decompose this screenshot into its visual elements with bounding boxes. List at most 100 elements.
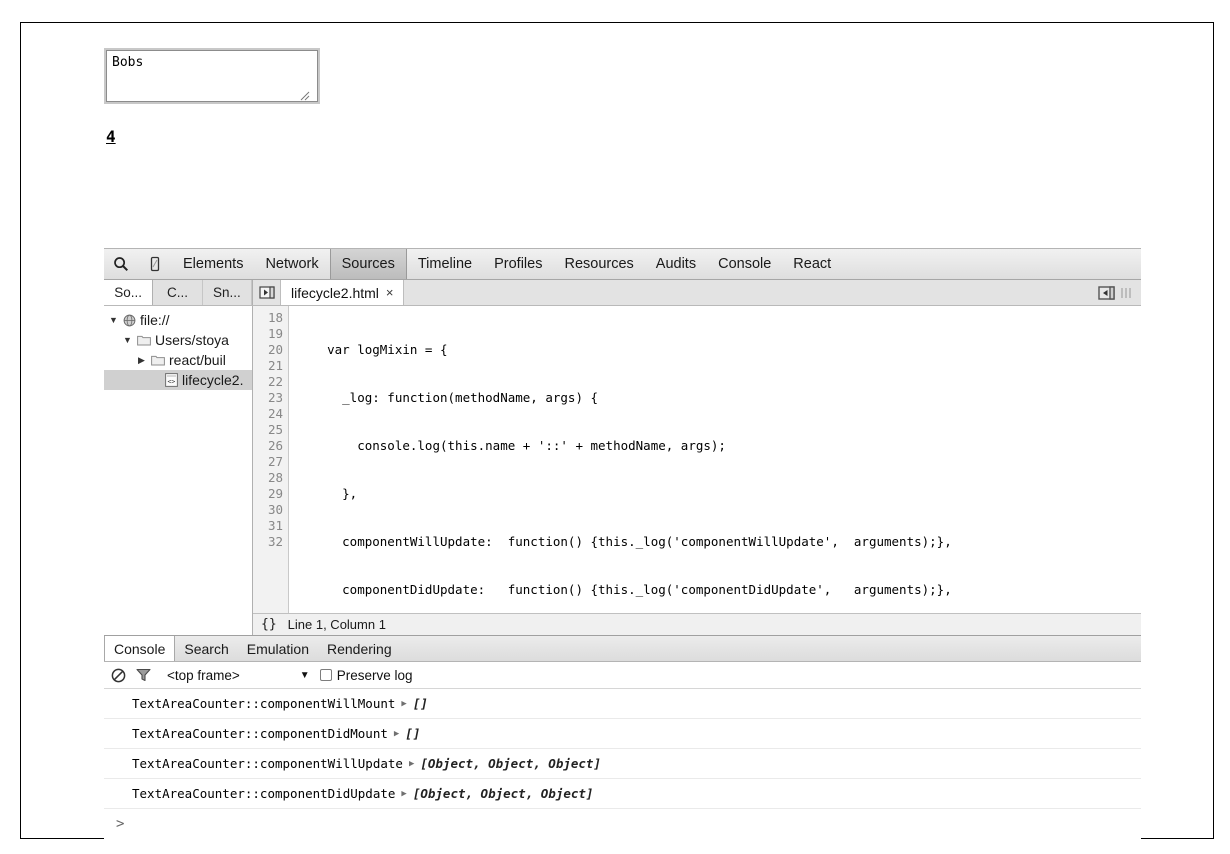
tab-strip-spacer bbox=[404, 280, 1098, 305]
file-navigator-tree: ▼ file:// ▼ bbox=[104, 306, 253, 635]
code-line: componentWillUpdate: function() {this._l… bbox=[297, 534, 952, 549]
secondary-toolbar: So... C... Sn... lifecycle2.html × bbox=[104, 280, 1141, 306]
tree-item-react-build-folder[interactable]: ▶ react/buil bbox=[104, 350, 252, 370]
expand-arrow-icon[interactable]: ▶ bbox=[401, 698, 407, 709]
editor-tab-lifecycle2[interactable]: lifecycle2.html × bbox=[281, 280, 404, 305]
editor-tab-label: lifecycle2.html bbox=[291, 284, 379, 301]
expand-arrow-icon[interactable]: ▶ bbox=[401, 788, 407, 799]
chevron-down-icon[interactable]: ▼ bbox=[299, 669, 310, 681]
expand-arrow-icon[interactable]: ▶ bbox=[393, 728, 400, 739]
line-number: 18 bbox=[267, 310, 283, 325]
chevron-right-icon[interactable]: ▶ bbox=[138, 354, 145, 365]
globe-icon bbox=[123, 314, 136, 327]
tab-audits[interactable]: Audits bbox=[655, 256, 697, 272]
line-number: 22 bbox=[267, 374, 283, 389]
drawer-tab-rendering[interactable]: Rendering bbox=[327, 640, 392, 657]
tab-elements[interactable]: Elements bbox=[183, 256, 244, 272]
navigator-tab-sources[interactable]: So... bbox=[104, 280, 154, 305]
resize-grip-icon[interactable] bbox=[1119, 287, 1133, 299]
devtools-window: Elements Network Sources Timeline Profil… bbox=[104, 248, 1141, 839]
line-number: 30 bbox=[267, 502, 283, 517]
drawer-tab-emulation[interactable]: Emulation bbox=[246, 640, 309, 657]
source-editor[interactable]: 18 19 20 21 22 23 24 25 26 27 28 29 30 3… bbox=[253, 306, 1141, 613]
code-line: }, bbox=[297, 486, 358, 501]
devtools-tab-strip: Elements Network Sources Timeline Profil… bbox=[172, 249, 842, 279]
navigator-tab-content-scripts[interactable]: C... bbox=[153, 280, 203, 305]
navigator-tab-snippets[interactable]: Sn... bbox=[203, 280, 252, 305]
browser-page-frame: 4 Elements Network Sources Timel bbox=[20, 22, 1214, 839]
code-line: _log: function(methodName, args) { bbox=[297, 390, 599, 405]
line-number: 24 bbox=[267, 406, 283, 421]
folder-icon bbox=[137, 334, 151, 346]
line-number: 25 bbox=[267, 422, 283, 437]
drawer-tab-search[interactable]: Search bbox=[184, 640, 229, 657]
console-message[interactable]: TextAreaCounter::componentWillMount ▶ [] bbox=[104, 689, 1141, 719]
code-line: var logMixin = { bbox=[297, 342, 448, 357]
console-message[interactable]: TextAreaCounter::componentWillUpdate ▶ [… bbox=[104, 749, 1141, 779]
html-file-icon: <> bbox=[165, 373, 178, 387]
tree-item-lifecycle2-html[interactable]: <> lifecycle2. bbox=[104, 370, 252, 390]
folder-icon bbox=[151, 354, 165, 366]
device-mode-icon[interactable] bbox=[138, 249, 172, 279]
chevron-down-icon[interactable]: ▼ bbox=[123, 335, 132, 345]
tab-sources[interactable]: Sources bbox=[329, 249, 407, 279]
rendered-page-area: 4 bbox=[21, 23, 1213, 223]
clear-console-icon[interactable] bbox=[111, 668, 126, 683]
console-message-preview[interactable]: [Object, Object, Object] bbox=[412, 786, 594, 801]
drawer-tab-console[interactable]: Console bbox=[104, 636, 176, 661]
execution-context-selector[interactable]: <top frame> ▼ bbox=[167, 668, 310, 683]
line-number: 19 bbox=[267, 326, 283, 341]
drawer-tab-strip: Console Search Emulation Rendering bbox=[104, 636, 1141, 662]
tree-item-label: react/buil bbox=[169, 352, 226, 368]
close-icon[interactable]: × bbox=[385, 285, 394, 300]
line-number: 21 bbox=[267, 358, 283, 373]
tree-item-file-protocol[interactable]: ▼ file:// bbox=[104, 310, 252, 330]
devtools-drawer: Console Search Emulation Rendering bbox=[104, 635, 1141, 839]
execution-context-label: <top frame> bbox=[167, 667, 240, 683]
filter-icon[interactable] bbox=[136, 668, 151, 682]
tree-item-label: file:// bbox=[140, 312, 170, 328]
line-number: 28 bbox=[267, 470, 283, 485]
console-message[interactable]: TextAreaCounter::componentDidUpdate ▶ [O… bbox=[104, 779, 1141, 809]
console-message-preview[interactable]: [] bbox=[405, 726, 421, 741]
editor-tab-strip: lifecycle2.html × bbox=[253, 280, 1141, 305]
tab-console[interactable]: Console bbox=[718, 256, 772, 272]
console-message-preview[interactable]: [Object, Object, Object] bbox=[420, 756, 601, 771]
tab-react[interactable]: React bbox=[793, 256, 832, 272]
line-number: 26 bbox=[267, 438, 283, 453]
name-textarea[interactable] bbox=[104, 48, 320, 104]
console-message-preview[interactable]: [] bbox=[412, 696, 428, 711]
line-number: 32 bbox=[267, 534, 283, 549]
line-number: 27 bbox=[267, 454, 283, 469]
prompt-chevron-icon: > bbox=[116, 816, 125, 832]
tree-item-label: Users/stoya bbox=[155, 332, 229, 348]
preserve-log-toggle[interactable]: Preserve log bbox=[319, 668, 413, 683]
chevron-down-icon[interactable]: ▼ bbox=[109, 315, 118, 325]
expand-arrow-icon[interactable]: ▶ bbox=[408, 758, 415, 769]
console-message-text: TextAreaCounter::componentDidMount bbox=[132, 726, 388, 741]
console-prompt[interactable]: > bbox=[104, 809, 1141, 839]
console-message-list: TextAreaCounter::componentWillMount ▶ []… bbox=[104, 689, 1141, 809]
panel-collapse-icon[interactable] bbox=[253, 280, 281, 305]
line-number: 29 bbox=[267, 486, 283, 501]
pretty-print-icon[interactable]: {} bbox=[261, 617, 277, 632]
devtools-main-body: ▼ file:// ▼ bbox=[104, 306, 1141, 635]
code-content[interactable]: var logMixin = { _log: function(methodNa… bbox=[289, 306, 1141, 613]
tab-profiles[interactable]: Profiles bbox=[494, 256, 543, 272]
tree-item-label: lifecycle2. bbox=[182, 372, 244, 388]
code-line: componentDidUpdate: function() {this._lo… bbox=[297, 582, 952, 597]
search-icon[interactable] bbox=[104, 249, 138, 279]
svg-text:<>: <> bbox=[168, 377, 176, 385]
console-message[interactable]: TextAreaCounter::componentDidMount ▶ [] bbox=[104, 719, 1141, 749]
tab-network[interactable]: Network bbox=[265, 256, 319, 272]
line-number: 23 bbox=[267, 390, 283, 405]
line-number-gutter: 18 19 20 21 22 23 24 25 26 27 28 29 30 3… bbox=[253, 306, 289, 613]
panel-expand-icon[interactable] bbox=[1098, 285, 1115, 300]
tab-resources[interactable]: Resources bbox=[564, 256, 634, 272]
console-message-text: TextAreaCounter::componentWillUpdate bbox=[132, 756, 403, 771]
console-message-text: TextAreaCounter::componentWillMount bbox=[132, 696, 396, 711]
line-number: 20 bbox=[267, 342, 283, 357]
checkbox-icon[interactable] bbox=[319, 669, 332, 681]
tab-timeline[interactable]: Timeline bbox=[417, 256, 473, 272]
tree-item-users-folder[interactable]: ▼ Users/stoya bbox=[104, 330, 252, 350]
